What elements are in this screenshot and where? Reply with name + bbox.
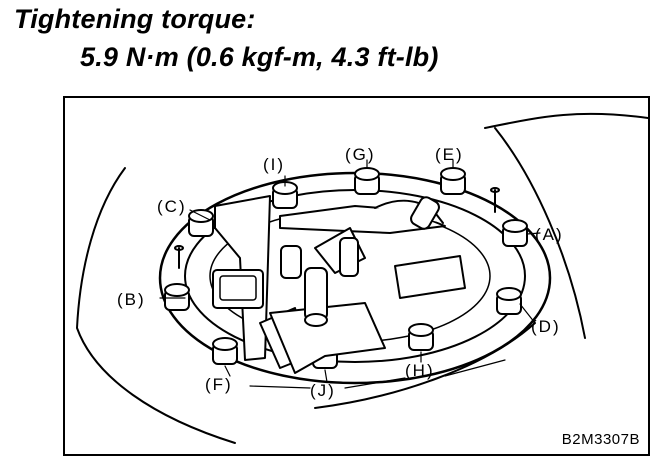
- label-d: (D): [531, 317, 561, 336]
- label-e: (E): [435, 145, 464, 164]
- support-plate: [269, 302, 386, 374]
- pipe-fitting-lower: [304, 267, 328, 321]
- pipe-fitting-mid: [339, 237, 359, 277]
- bolt-c: [188, 209, 214, 237]
- leader-lines: [159, 159, 541, 389]
- bolt-i: [272, 181, 298, 209]
- fuel-pump-bolt-diagram: [76, 112, 648, 444]
- label-h: (H): [405, 361, 435, 380]
- label-a: (A): [535, 225, 564, 244]
- bolt-d: [496, 287, 522, 315]
- bolt-b: [164, 283, 190, 311]
- stud-left: [174, 245, 184, 269]
- diagram-frame: (I) (G) (E) (C) (A) (B) (D) (F) (J) (H) …: [63, 96, 650, 456]
- label-j: (J): [310, 381, 336, 400]
- tank-contour-left: [76, 167, 236, 444]
- torque-spec: 5.9 N·m (0.6 kgf-m, 4.3 ft-lb): [80, 42, 439, 72]
- bolt-a: [502, 219, 528, 247]
- tank-contour-right: [484, 112, 648, 129]
- label-c: (C): [157, 197, 187, 216]
- bolt-f: [212, 337, 238, 365]
- bolt-g: [354, 167, 380, 195]
- tank-contour-right-edge: [494, 127, 586, 339]
- pipe-fitting-side: [280, 245, 302, 279]
- bolt-h: [408, 323, 434, 351]
- label-i: (I): [263, 155, 286, 174]
- page-title: Tightening torque:: [14, 4, 256, 34]
- label-f: (F): [205, 375, 233, 394]
- label-g: (G): [345, 145, 376, 164]
- figure-code: B2M3307B: [561, 431, 640, 448]
- bolt-e: [440, 167, 466, 195]
- connector-block: [212, 269, 264, 309]
- label-plate: [394, 255, 466, 299]
- label-b: (B): [117, 290, 146, 309]
- pipe-fitting-upper: [410, 196, 440, 230]
- stud-right: [490, 187, 500, 213]
